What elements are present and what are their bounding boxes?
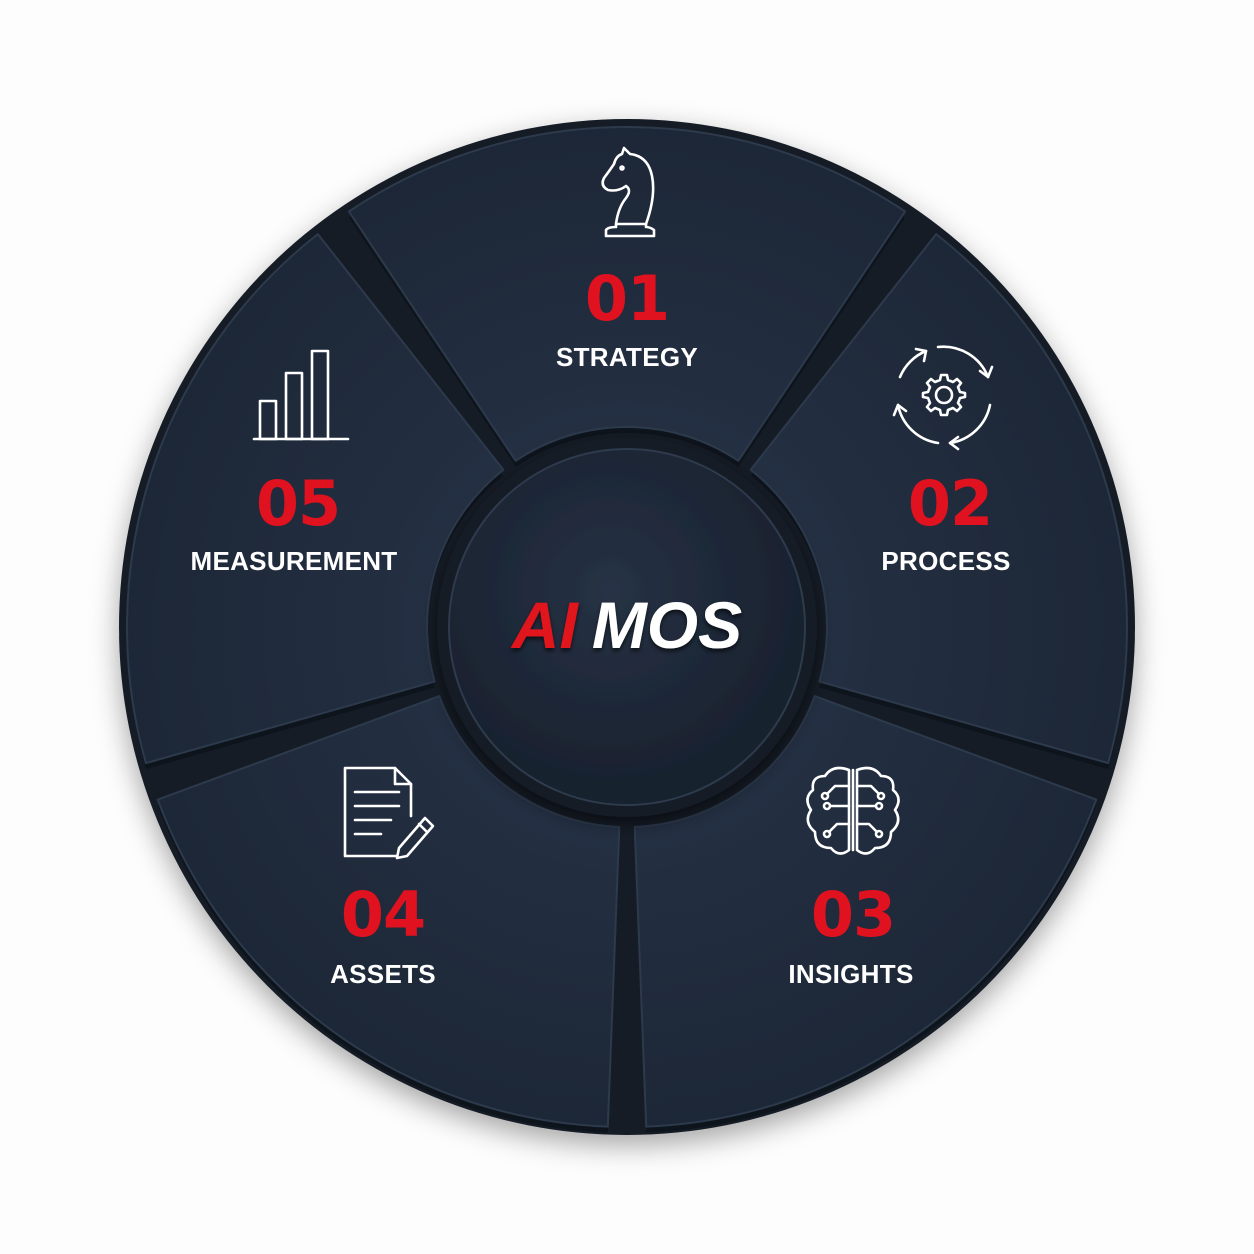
segment-wedge-assets xyxy=(156,695,621,1128)
segment-measurement: 05 MEASUREMENT xyxy=(191,349,398,576)
center-hub xyxy=(437,437,817,817)
segment-strategy: 01 STRATEGY xyxy=(556,146,698,372)
segment-number-04: 04 xyxy=(341,878,425,951)
segment-number-05: 05 xyxy=(256,467,340,540)
segment-number-02: 02 xyxy=(908,467,992,540)
segment-insights: 03 INSIGHTS xyxy=(788,766,913,989)
center-title-accent: AI xyxy=(510,588,580,662)
segment-process: 02 PROCESS xyxy=(881,345,1010,576)
segments-layer xyxy=(126,126,1128,1133)
segment-label-strategy: STRATEGY xyxy=(556,342,698,372)
segment-label-measurement: MEASUREMENT xyxy=(191,546,398,576)
segment-wedge-insights xyxy=(633,695,1098,1128)
segment-wedge-process xyxy=(749,233,1128,765)
bar-chart-icon xyxy=(252,349,350,441)
segment-number-01: 01 xyxy=(585,262,669,335)
segment-label-insights: INSIGHTS xyxy=(788,959,913,989)
brain-circuit-icon xyxy=(806,766,900,855)
gear-cycle-icon xyxy=(892,345,994,451)
segment-wedge-strategy xyxy=(347,126,907,462)
segment-assets: 04 ASSETS xyxy=(330,766,436,989)
document-pencil-icon xyxy=(343,766,435,860)
segment-number-03: 03 xyxy=(811,878,895,951)
center-title-main: MOS xyxy=(592,588,742,662)
chess-knight-icon xyxy=(601,146,656,238)
segment-label-process: PROCESS xyxy=(881,546,1010,576)
segment-label-assets: ASSETS xyxy=(330,959,436,989)
segment-wedge-measurement xyxy=(126,233,505,765)
